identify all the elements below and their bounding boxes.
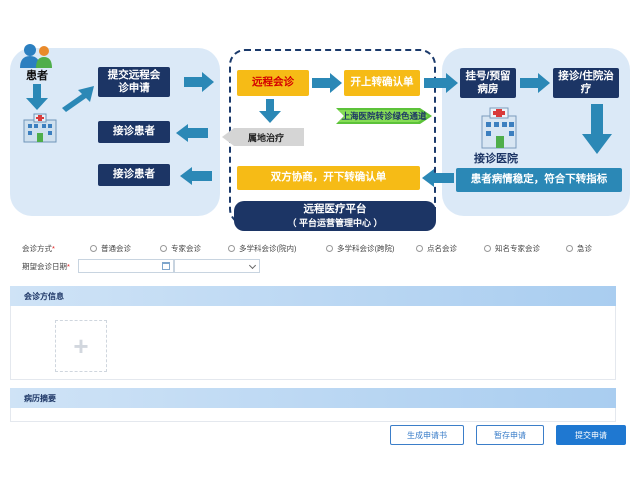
consult-option-6[interactable]: 急诊 xyxy=(566,243,592,254)
radio-icon[interactable] xyxy=(566,245,573,252)
hospital-building-icon xyxy=(481,107,517,149)
arrow-to-admit xyxy=(520,73,550,93)
receive-patient-box-2: 接诊患者 xyxy=(98,164,170,186)
consult-party-section-header[interactable]: 会诊方信息 xyxy=(10,286,616,306)
remote-consult-box: 远程会诊 xyxy=(237,70,309,96)
consult-mode-row: 会诊方式* 普通会诊 专家会诊 多学科会诊(院内) 多学科会诊(跨院) 点名会诊… xyxy=(10,240,616,254)
register-box: 挂号/预留病房 xyxy=(460,68,516,98)
radio-icon[interactable] xyxy=(90,245,97,252)
consult-option-3[interactable]: 多学科会诊(跨院) xyxy=(326,243,395,254)
patient-label: 患者 xyxy=(26,70,48,82)
arrow-down-right xyxy=(582,104,612,154)
stable-box: 患者病情稳定，符合下转指标 xyxy=(456,168,622,192)
arrow-to-open-referral xyxy=(312,73,342,93)
consult-option-2[interactable]: 多学科会诊(院内) xyxy=(228,243,297,254)
consult-option-1[interactable]: 专家会诊 xyxy=(160,243,201,254)
hospital-icon xyxy=(23,113,57,143)
consult-party-section-body: + xyxy=(10,306,616,380)
arrow-back-to-receive xyxy=(176,124,208,142)
calendar-icon[interactable] xyxy=(162,262,170,270)
time-select[interactable] xyxy=(174,259,260,273)
radio-icon[interactable] xyxy=(326,245,333,252)
admit-box: 接诊/住院治疗 xyxy=(553,68,619,98)
arrow-down-mid xyxy=(259,99,281,123)
consult-mode-label: 会诊方式* xyxy=(22,244,55,253)
radio-icon[interactable] xyxy=(416,245,423,252)
submit-request-button[interactable]: 提交申请 xyxy=(556,425,626,445)
receive-patient-box-1: 接诊患者 xyxy=(98,121,170,143)
consult-option-5[interactable]: 知名专家会诊 xyxy=(484,243,540,254)
consult-request-form: 会诊方式* 普通会诊 专家会诊 多学科会诊(院内) 多学科会诊(跨院) 点名会诊… xyxy=(10,236,616,448)
submit-request-box: 提交远程会诊申请 xyxy=(98,67,170,97)
referral-flow-diagram: 患者 提交远程会诊申请 属地治疗 接诊患者 接诊患者 远程会诊 xyxy=(0,0,640,236)
negotiate-box: 双方协商，开下转确认单 xyxy=(237,166,420,190)
arrow-back-to-receive-2 xyxy=(180,167,212,185)
open-referral-box: 开上转确认单 xyxy=(344,70,420,96)
remote-consult-label: 远程会诊 xyxy=(252,76,294,89)
consult-option-0[interactable]: 普通会诊 xyxy=(90,243,131,254)
generate-request-button[interactable]: 生成申请书 xyxy=(390,425,464,445)
date-label: 期望会诊日期* xyxy=(22,262,70,271)
platform-subtitle: （ 平台运营管理中心 ） xyxy=(287,217,383,228)
date-input[interactable] xyxy=(78,259,174,273)
platform-box: 远程医疗平台 （ 平台运营管理中心 ） xyxy=(234,201,436,231)
platform-title: 远程医疗平台 xyxy=(303,202,367,215)
local-treatment-band xyxy=(222,128,304,146)
history-section-header[interactable]: 病历摘要 xyxy=(10,388,616,408)
history-section-body xyxy=(10,408,616,422)
consult-option-4[interactable]: 点名会诊 xyxy=(416,243,457,254)
radio-icon[interactable] xyxy=(228,245,235,252)
plus-icon: + xyxy=(73,331,89,361)
arrow-to-remote-consult xyxy=(184,72,214,92)
arrow-diagonal-up xyxy=(62,86,94,112)
arrow-down-left xyxy=(26,84,48,110)
patient-icon xyxy=(20,44,52,68)
green-channel-band xyxy=(336,108,432,124)
chevron-down-icon[interactable] xyxy=(248,261,257,270)
arrow-to-negotiate xyxy=(422,169,454,187)
date-row: 期望会诊日期* xyxy=(10,258,616,274)
arrow-to-register xyxy=(424,73,458,93)
upload-button[interactable]: + xyxy=(55,320,107,372)
radio-icon[interactable] xyxy=(160,245,167,252)
receiving-hospital-label: 接诊医院 xyxy=(474,153,518,165)
save-draft-button[interactable]: 暂存申请 xyxy=(476,425,544,445)
radio-icon[interactable] xyxy=(484,245,491,252)
